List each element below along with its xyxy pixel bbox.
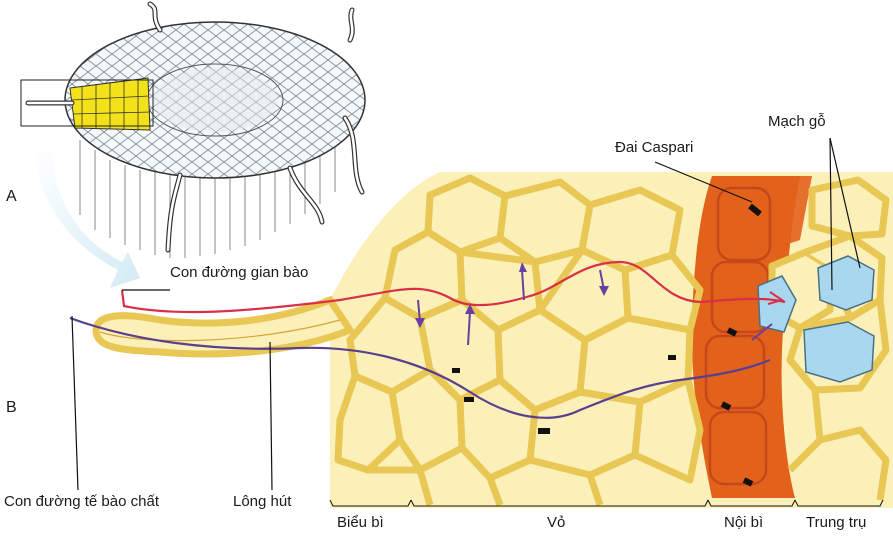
epidermis-label: Biểu bì — [337, 515, 384, 530]
stele-label: Trung trụ — [806, 515, 866, 530]
casparian-strip-label: Đai Caspari — [615, 140, 693, 155]
endodermis-label: Nội bì — [724, 515, 763, 530]
cortex-label: Vỏ — [547, 515, 565, 530]
apoplast-path-label: Con đường gian bào — [170, 265, 308, 280]
zoom-arrow — [34, 150, 140, 288]
panel-label-a: A — [6, 189, 17, 205]
tissue-section — [96, 172, 893, 508]
xylem-vessel-label: Mạch gỗ — [768, 114, 826, 129]
root-hair-label: Lông hút — [233, 494, 291, 509]
symplast-path-label: Con đường tế bào chất — [4, 494, 159, 509]
panel-label-b: B — [6, 400, 17, 416]
